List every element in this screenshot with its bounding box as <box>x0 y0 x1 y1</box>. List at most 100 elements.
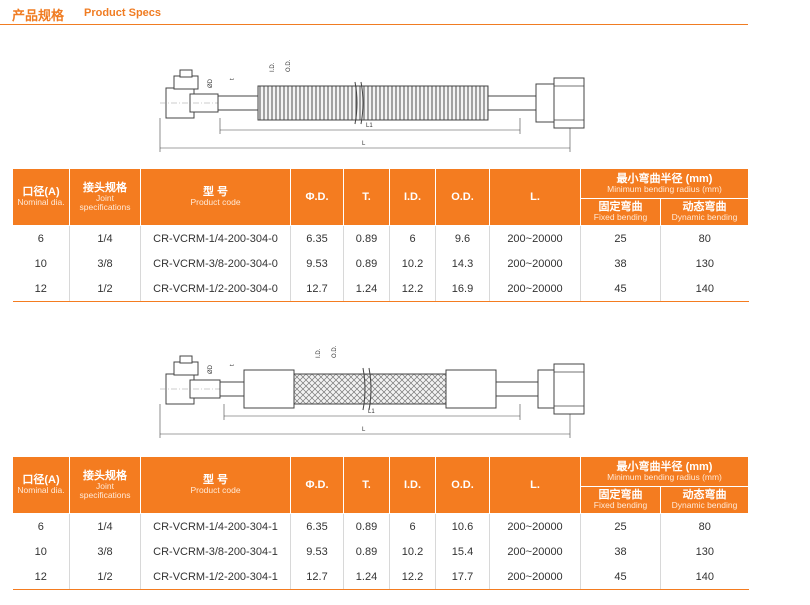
cell: 0.89 <box>343 225 390 251</box>
col-radius: 最小弯曲半径 (mm)Minimum bending radius (mm) <box>579 168 750 199</box>
cell: 1/2 <box>69 564 141 590</box>
cell: 200~20000 <box>489 513 581 539</box>
cell: 10 <box>34 257 47 270</box>
cell: 6 <box>389 225 436 251</box>
cell: 200~20000 <box>489 225 581 251</box>
cell: 25 <box>580 513 661 539</box>
cell: CR-VCRM-1/2-200-304-1 <box>140 564 291 590</box>
cell: CR-VCRM-3/8-200-304-1 <box>140 539 291 564</box>
col-t: T. <box>343 168 390 226</box>
dim-od-1: ØD <box>208 78 214 88</box>
cell: 6 <box>389 513 436 539</box>
cell: 140 <box>659 276 749 302</box>
cell: CR-VCRM-1/2-200-304-0 <box>140 276 291 302</box>
col-id: I.D. <box>389 168 436 226</box>
cell: CR-VCRM-3/8-200-304-0 <box>140 251 291 276</box>
cell: 0.89 <box>343 513 390 539</box>
cell: 3/8 <box>69 539 141 564</box>
cell: 200~20000 <box>489 251 581 276</box>
col-nominal: 口径(A)Nominal dia. <box>12 456 70 514</box>
hose-drawing-1: L1 L ØD t I.D. O.D. <box>150 58 590 158</box>
table-row: 10 3/8 CR-VCRM-3/8-200-304-0 9.53 0.89 1… <box>13 251 749 276</box>
col-id: I.D. <box>389 456 436 514</box>
cell: 17.7 <box>435 564 490 590</box>
dim-l1-2: L1 <box>368 409 375 415</box>
table-row: 10 3/8 CR-VCRM-3/8-200-304-1 9.53 0.89 1… <box>13 539 749 564</box>
cell: 130 <box>659 251 749 276</box>
col-od: Φ.D. <box>290 456 344 514</box>
cell: 1/2 <box>69 276 141 302</box>
cell: 10.6 <box>435 513 490 539</box>
cell: 3/8 <box>69 251 141 276</box>
cell: 6 <box>37 520 44 533</box>
col-t: T. <box>343 456 390 514</box>
cell: 10.2 <box>389 539 436 564</box>
dim-id-2: I.D. <box>316 348 322 358</box>
dim-od-2: ØD <box>208 364 214 374</box>
cell: 1/4 <box>69 225 141 251</box>
col-odd: O.D. <box>435 456 490 514</box>
cell: 80 <box>659 513 749 539</box>
table-row: 12 1/2 CR-VCRM-1/2-200-304-1 12.7 1.24 1… <box>12 564 749 590</box>
dim-l-1: L <box>362 141 366 147</box>
cell: 6.35 <box>290 225 344 251</box>
cell: 12.7 <box>290 564 344 590</box>
cell: 9.53 <box>290 539 344 564</box>
cell: 38 <box>580 539 661 564</box>
cell: 1.24 <box>343 564 390 590</box>
col-radius: 最小弯曲半径 (mm)Minimum bending radius (mm) <box>579 456 750 487</box>
cell: 6.35 <box>290 513 344 539</box>
cell: CR-VCRM-1/4-200-304-0 <box>140 225 291 251</box>
section-header: 产品规格 Product Specs <box>0 0 748 25</box>
cell: 16.9 <box>435 276 490 302</box>
cell: 200~20000 <box>489 539 581 564</box>
cell: 200~20000 <box>489 276 581 302</box>
cell: 1.24 <box>343 276 390 302</box>
cell: 80 <box>659 225 749 251</box>
cell: 38 <box>580 251 661 276</box>
hose-drawing-2: L1 L ØD t I.D. O.D. <box>150 344 590 444</box>
cell: 10 <box>34 545 47 558</box>
cell: 14.3 <box>435 251 490 276</box>
table-row: 12 1/2 CR-VCRM-1/2-200-304-0 12.7 1.24 1… <box>12 276 749 302</box>
cell: 12 <box>12 564 70 590</box>
dim-odd-2: O.D. <box>332 345 338 358</box>
cell: CR-VCRM-1/4-200-304-1 <box>140 513 291 539</box>
cell: 15.4 <box>435 539 490 564</box>
dim-t-1: t <box>230 78 236 80</box>
col-nominal: 口径(A)Nominal dia. <box>12 168 70 226</box>
dim-l1-1: L1 <box>366 123 373 129</box>
cell: 10.2 <box>389 251 436 276</box>
cell: 1/4 <box>69 513 141 539</box>
cell: 12.7 <box>290 276 344 302</box>
cell: 0.89 <box>343 539 390 564</box>
dim-t-2: t <box>230 364 236 366</box>
col-od: Φ.D. <box>290 168 344 226</box>
cell: 200~20000 <box>489 564 581 590</box>
cell: 9.6 <box>435 225 490 251</box>
table-row: 6 1/4 CR-VCRM-1/4-200-304-1 6.35 0.89 6 … <box>13 513 749 539</box>
cell: 12 <box>12 276 70 302</box>
dim-odd-1: O.D. <box>286 59 292 72</box>
col-odd: O.D. <box>435 168 490 226</box>
cell: 45 <box>580 564 661 590</box>
table-row: 6 1/4 CR-VCRM-1/4-200-304-0 6.35 0.89 6 … <box>13 225 749 251</box>
cell: 0.89 <box>343 251 390 276</box>
cell: 25 <box>580 225 661 251</box>
cell: 45 <box>580 276 661 302</box>
dim-l-2: L <box>362 427 366 433</box>
col-length: L. <box>489 456 581 514</box>
cell: 130 <box>659 539 749 564</box>
cell: 12.2 <box>389 276 436 302</box>
cell: 9.53 <box>290 251 344 276</box>
header-title-cn: 产品规格 <box>12 8 65 23</box>
